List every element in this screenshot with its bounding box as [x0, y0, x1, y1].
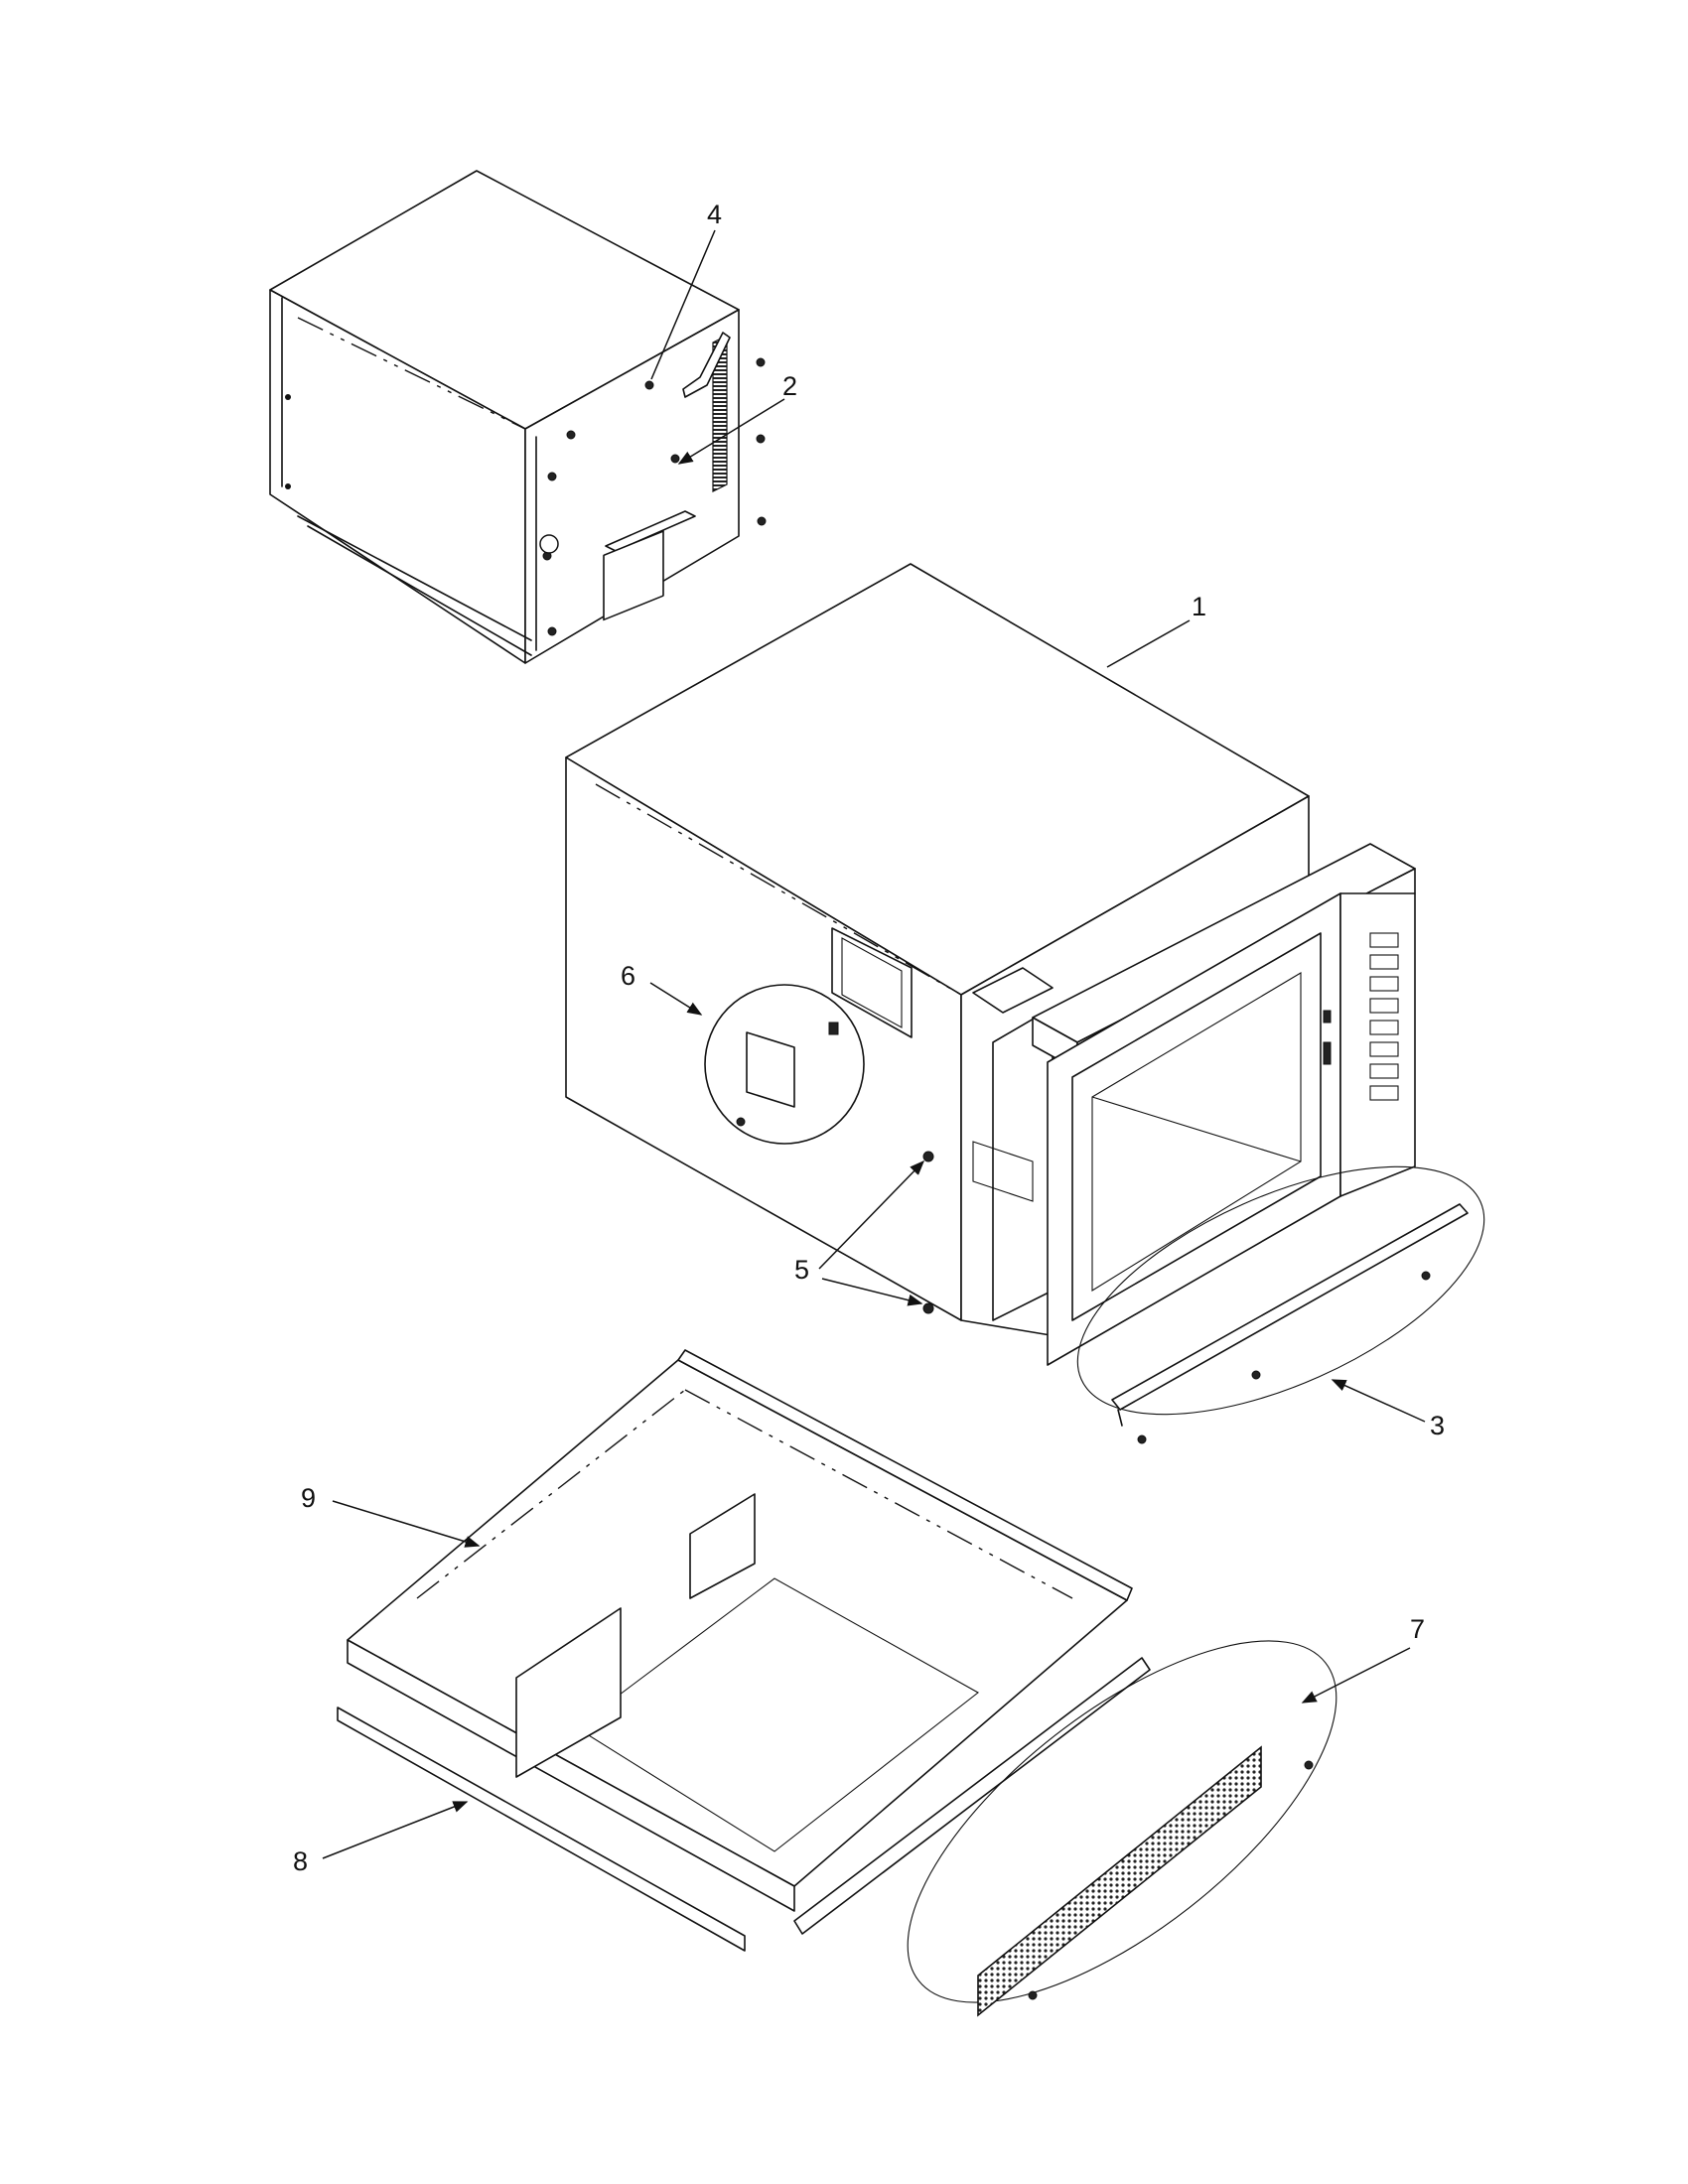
grille-detail-7 — [907, 1640, 1337, 2017]
callout-9: 9 — [301, 1483, 481, 1548]
inset-detail-6 — [704, 984, 865, 1145]
callout-6: 6 — [621, 961, 703, 1016]
callout-5: 5 — [794, 1160, 925, 1306]
front-trim-strip-8 — [337, 1706, 746, 1952]
callout-label-7: 7 — [1410, 1614, 1425, 1644]
callout-3: 2 — [677, 371, 797, 465]
wrapper-screws — [539, 357, 767, 636]
right-trim-strip — [793, 1657, 1151, 1935]
callout-label-5: 5 — [794, 1255, 809, 1285]
callout-4: 4 — [650, 200, 722, 380]
oven-body-assembly — [565, 563, 1416, 1366]
callout-label-4: 4 — [707, 200, 722, 229]
callout-label-9: 9 — [301, 1483, 316, 1513]
callout-1: 1 — [1106, 592, 1206, 668]
trim-strip-detail-2 — [1076, 1165, 1485, 1444]
callout-2: 3 — [1331, 1379, 1445, 1440]
callout-label-6: 6 — [621, 961, 635, 991]
callout-label-1: 1 — [1192, 592, 1206, 621]
outer-wrapper-cabinet — [269, 170, 767, 664]
base-pan — [347, 1349, 1133, 1912]
callout-label-2: 3 — [1430, 1411, 1445, 1440]
control-keypad — [1369, 932, 1399, 1101]
callout-label-3: 2 — [782, 371, 797, 401]
callout-7: 7 — [1301, 1614, 1425, 1704]
callout-8: 8 — [293, 1801, 469, 1876]
callout-label-8: 8 — [293, 1846, 308, 1876]
